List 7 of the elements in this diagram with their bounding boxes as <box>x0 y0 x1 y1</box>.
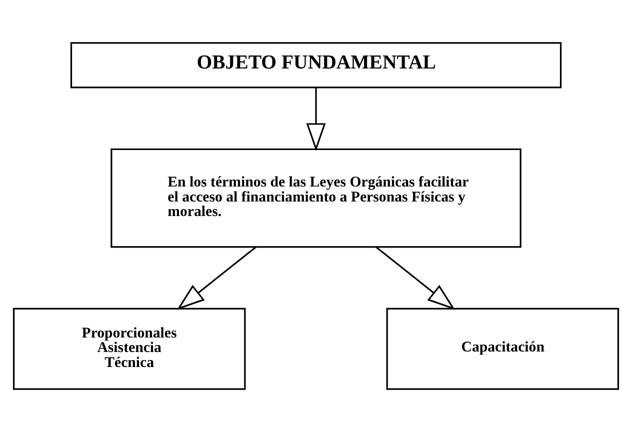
arrow <box>306 87 326 151</box>
node-box: OBJETO FUNDAMENTAL <box>70 42 562 88</box>
arrow <box>376 246 456 310</box>
node-box: En los términos de las Leyes Orgánicas facilitar el acceso al financiamiento a Personas Físicas y morales. <box>110 148 522 248</box>
node-box: Capacitación <box>386 307 620 390</box>
arrow <box>176 246 256 310</box>
node-box: Proporcionales Asistencia Técnica <box>12 307 246 390</box>
